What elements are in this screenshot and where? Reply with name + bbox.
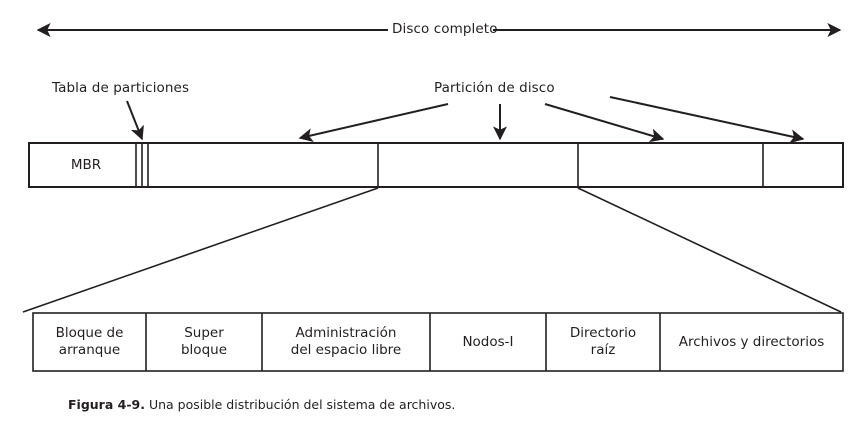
fs-cell-files-and-directories: Archivos y directorios <box>660 313 843 371</box>
disk-bar <box>28 142 844 188</box>
fs-cell-files-and-directories-line1: Archivos y directorios <box>678 333 825 350</box>
expansion-guides <box>22 187 842 313</box>
disk-partition-label: Partición de disco <box>434 80 555 96</box>
fs-cell-boot-block-line2: arranque <box>58 342 121 358</box>
figure-caption: Figura 4-9. Una posible distribución del… <box>68 397 455 413</box>
figure-caption-text: Una posible distribución del sistema de … <box>148 397 456 412</box>
fs-cell-super-block-line2: bloque <box>180 342 227 358</box>
fs-cell-root-directory: Directorio raíz <box>546 313 660 371</box>
fs-cell-i-nodes-line1: Nodos-I <box>462 333 514 350</box>
mbr-text: MBR <box>70 156 102 173</box>
fs-cell-i-nodes: Nodos-I <box>430 313 546 371</box>
filesystem-layout-table <box>32 312 844 372</box>
disk-partition-leader-arrow-left <box>298 103 449 143</box>
fs-cell-free-space-mgmt-line2: del espacio libre <box>290 342 402 358</box>
partition-table-label: Tabla de particiones <box>52 80 190 96</box>
fs-cell-super-block-line1: Super <box>184 325 224 341</box>
fs-cell-root-directory-line2: raíz <box>590 342 616 358</box>
disk-bar-mbr-label: MBR <box>42 143 130 187</box>
fs-cell-boot-block-line1: Bloque de <box>55 325 124 341</box>
fs-cell-free-space-mgmt-line1: Administración <box>295 325 397 341</box>
disk-partition-leader-arrow-right <box>609 96 805 144</box>
fs-cell-root-directory-line1: Directorio <box>569 325 637 341</box>
partition-table-leader-arrow <box>126 100 144 141</box>
fs-cell-super-block: Super bloque <box>146 313 262 371</box>
disk-partition-leader-arrow-mid-right <box>544 103 665 143</box>
fs-cell-free-space-mgmt: Administración del espacio libre <box>262 313 430 371</box>
fs-cell-boot-block: Bloque de arranque <box>33 313 146 371</box>
full-disk-label: Disco completo <box>392 21 498 37</box>
figure-caption-number: Figura 4-9. <box>68 397 145 412</box>
